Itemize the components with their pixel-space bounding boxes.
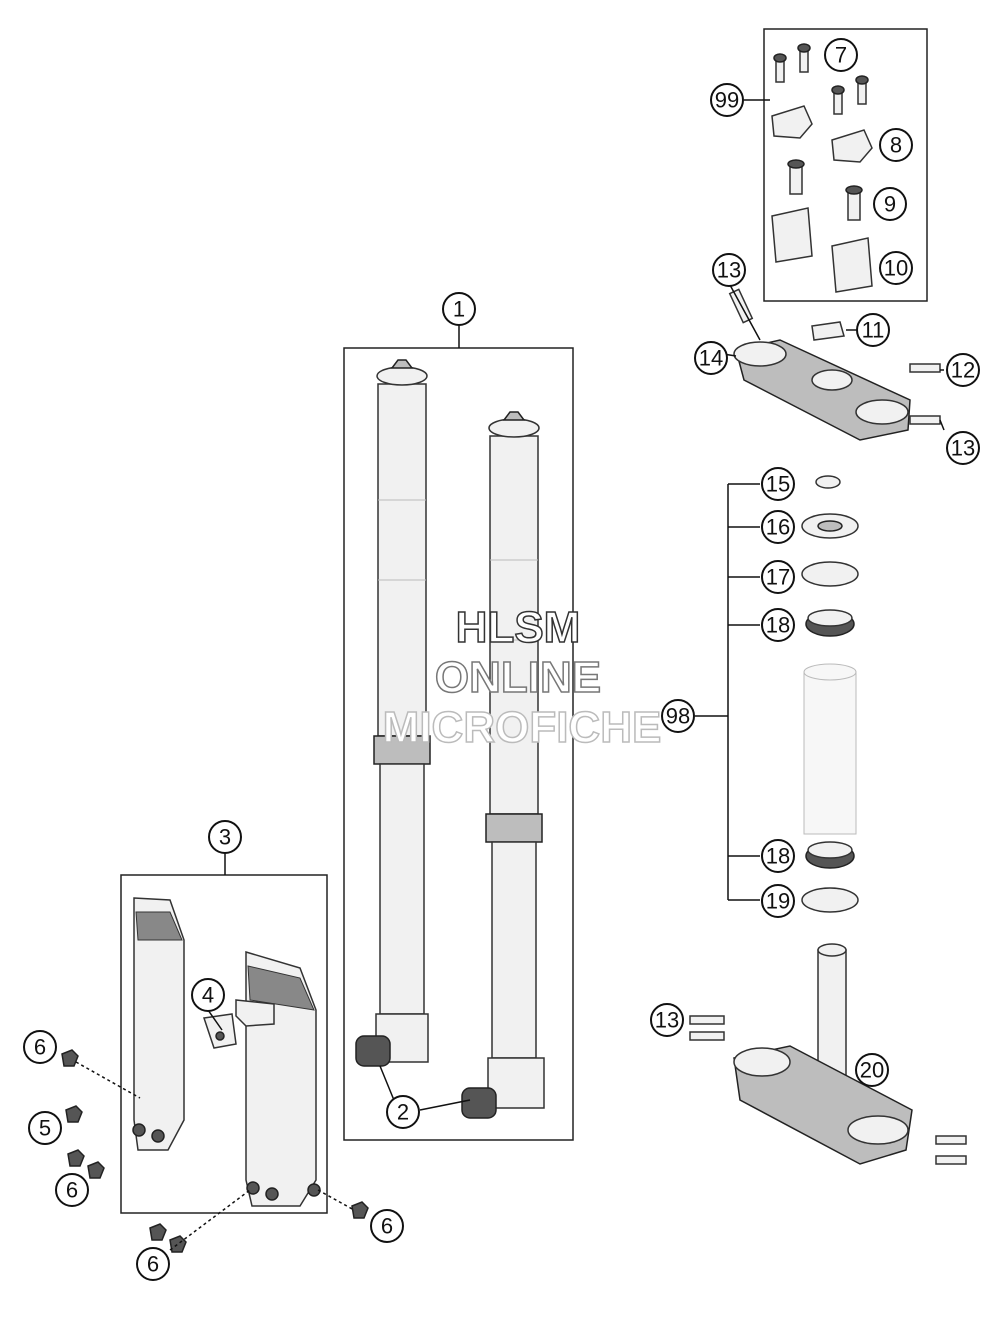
callout-13b[interactable]: 13 xyxy=(946,431,980,465)
svg-text:16: 16 xyxy=(766,515,790,540)
svg-text:8: 8 xyxy=(890,133,902,158)
callout-18b[interactable]: 18 xyxy=(761,839,795,873)
callout-20[interactable]: 20 xyxy=(855,1053,889,1087)
svg-text:6: 6 xyxy=(66,1178,78,1203)
callout-99[interactable]: 99 xyxy=(710,83,744,117)
callout-13c[interactable]: 13 xyxy=(650,1003,684,1037)
callout-5[interactable]: 5 xyxy=(28,1111,62,1145)
callout-2[interactable]: 2 xyxy=(386,1095,420,1129)
leader-lines xyxy=(75,99,945,1251)
svg-text:6: 6 xyxy=(147,1252,159,1277)
callout-14[interactable]: 14 xyxy=(694,341,728,375)
callout-13a[interactable]: 13 xyxy=(712,253,746,287)
svg-text:17: 17 xyxy=(766,565,790,590)
svg-text:2: 2 xyxy=(397,1100,409,1125)
watermark-line-1: HLSM xyxy=(456,603,581,652)
svg-text:10: 10 xyxy=(884,256,908,281)
clamp-kit-parts xyxy=(771,43,873,293)
watermark-line-3: MICROFICHE xyxy=(383,703,662,752)
clamp-kit-box xyxy=(763,28,928,302)
svg-text:6: 6 xyxy=(34,1035,46,1060)
svg-text:1: 1 xyxy=(453,297,465,322)
svg-text:18: 18 xyxy=(766,613,790,638)
svg-text:15: 15 xyxy=(766,472,790,497)
svg-text:11: 11 xyxy=(862,318,885,343)
upper-triple-clamp xyxy=(728,288,941,441)
callout-18a[interactable]: 18 xyxy=(761,608,795,642)
bracket-part-4 xyxy=(203,999,275,1049)
fork-guard-box xyxy=(120,874,328,1214)
callout-8[interactable]: 8 xyxy=(879,128,913,162)
svg-text:13: 13 xyxy=(717,258,741,283)
fork-guard-left xyxy=(132,897,185,1151)
watermark-line-2: ONLINE xyxy=(435,653,601,702)
steering-bearings xyxy=(801,475,859,913)
svg-text:19: 19 xyxy=(766,889,790,914)
svg-text:7: 7 xyxy=(835,43,847,68)
callout-11[interactable]: 11 xyxy=(856,313,890,347)
callout-6c[interactable]: 6 xyxy=(370,1209,404,1243)
svg-text:4: 4 xyxy=(202,983,214,1008)
svg-text:13: 13 xyxy=(951,436,975,461)
callout-12[interactable]: 12 xyxy=(946,353,980,387)
svg-text:3: 3 xyxy=(219,825,231,850)
svg-text:9: 9 xyxy=(884,192,896,217)
svg-text:18: 18 xyxy=(766,844,790,869)
callout-6d[interactable]: 6 xyxy=(136,1247,170,1281)
callout-6b[interactable]: 6 xyxy=(55,1173,89,1207)
lower-triple-clamp xyxy=(689,943,967,1165)
callout-17[interactable]: 17 xyxy=(761,560,795,594)
callout-98[interactable]: 98 xyxy=(661,699,695,733)
callout-15[interactable]: 15 xyxy=(761,467,795,501)
fork-leg-right xyxy=(461,411,545,1119)
svg-text:13: 13 xyxy=(655,1008,679,1033)
callout-7[interactable]: 7 xyxy=(824,38,858,72)
svg-text:20: 20 xyxy=(860,1058,884,1083)
callout-10[interactable]: 10 xyxy=(879,251,913,285)
callout-16[interactable]: 16 xyxy=(761,510,795,544)
svg-text:98: 98 xyxy=(666,704,690,729)
svg-text:12: 12 xyxy=(951,358,975,383)
svg-text:99: 99 xyxy=(715,88,739,113)
svg-text:5: 5 xyxy=(39,1116,51,1141)
fork-guard-right xyxy=(245,950,321,1207)
callout-1[interactable]: 1 xyxy=(442,292,476,326)
svg-text:14: 14 xyxy=(699,346,723,371)
callout-4[interactable]: 4 xyxy=(191,978,225,1012)
svg-text:6: 6 xyxy=(381,1214,393,1239)
callout-19[interactable]: 19 xyxy=(761,884,795,918)
callouts: 1 2 3 4 5 6 6 6 6 7 8 9 10 99 13 11 14 1… xyxy=(23,38,980,1281)
bolts-part-6 xyxy=(61,1049,369,1253)
callout-3[interactable]: 3 xyxy=(208,820,242,854)
callout-6a[interactable]: 6 xyxy=(23,1030,57,1064)
fork-leg-left xyxy=(355,359,431,1067)
watermark: HLSM ONLINE MICROFICHE xyxy=(382,602,662,753)
bolt-part-5 xyxy=(65,1105,83,1123)
callout-9[interactable]: 9 xyxy=(873,187,907,221)
